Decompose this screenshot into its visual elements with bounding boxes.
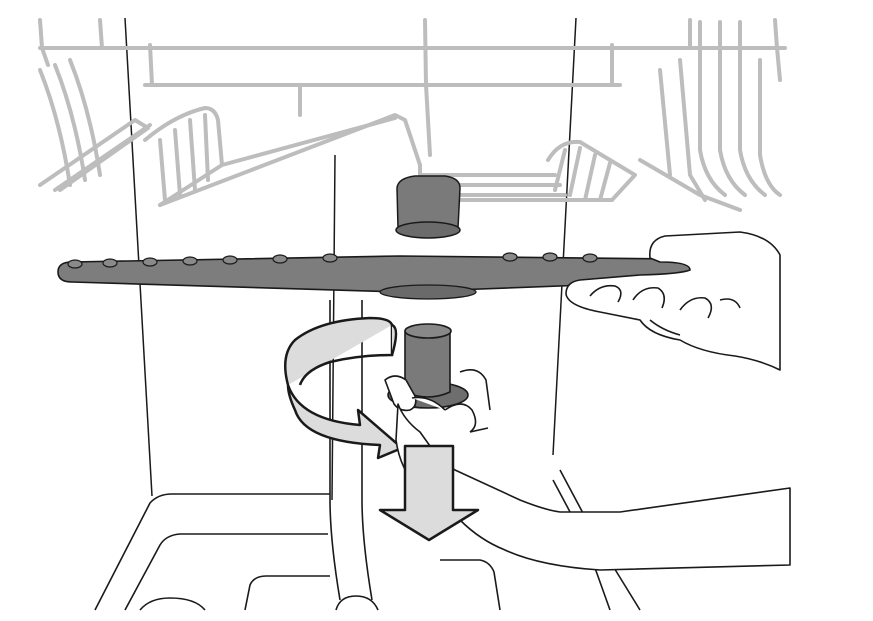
- down-arrow-icon: [378, 444, 480, 542]
- spray-arm-nut: [387, 323, 469, 409]
- upper-rack: [38, 18, 787, 212]
- spray-arm-hub: [395, 175, 461, 239]
- spray-nozzles: [67, 252, 598, 269]
- water-supply-pipe: [329, 300, 379, 611]
- right-hand: [565, 231, 781, 371]
- rotate-arrow-icon: [283, 316, 404, 460]
